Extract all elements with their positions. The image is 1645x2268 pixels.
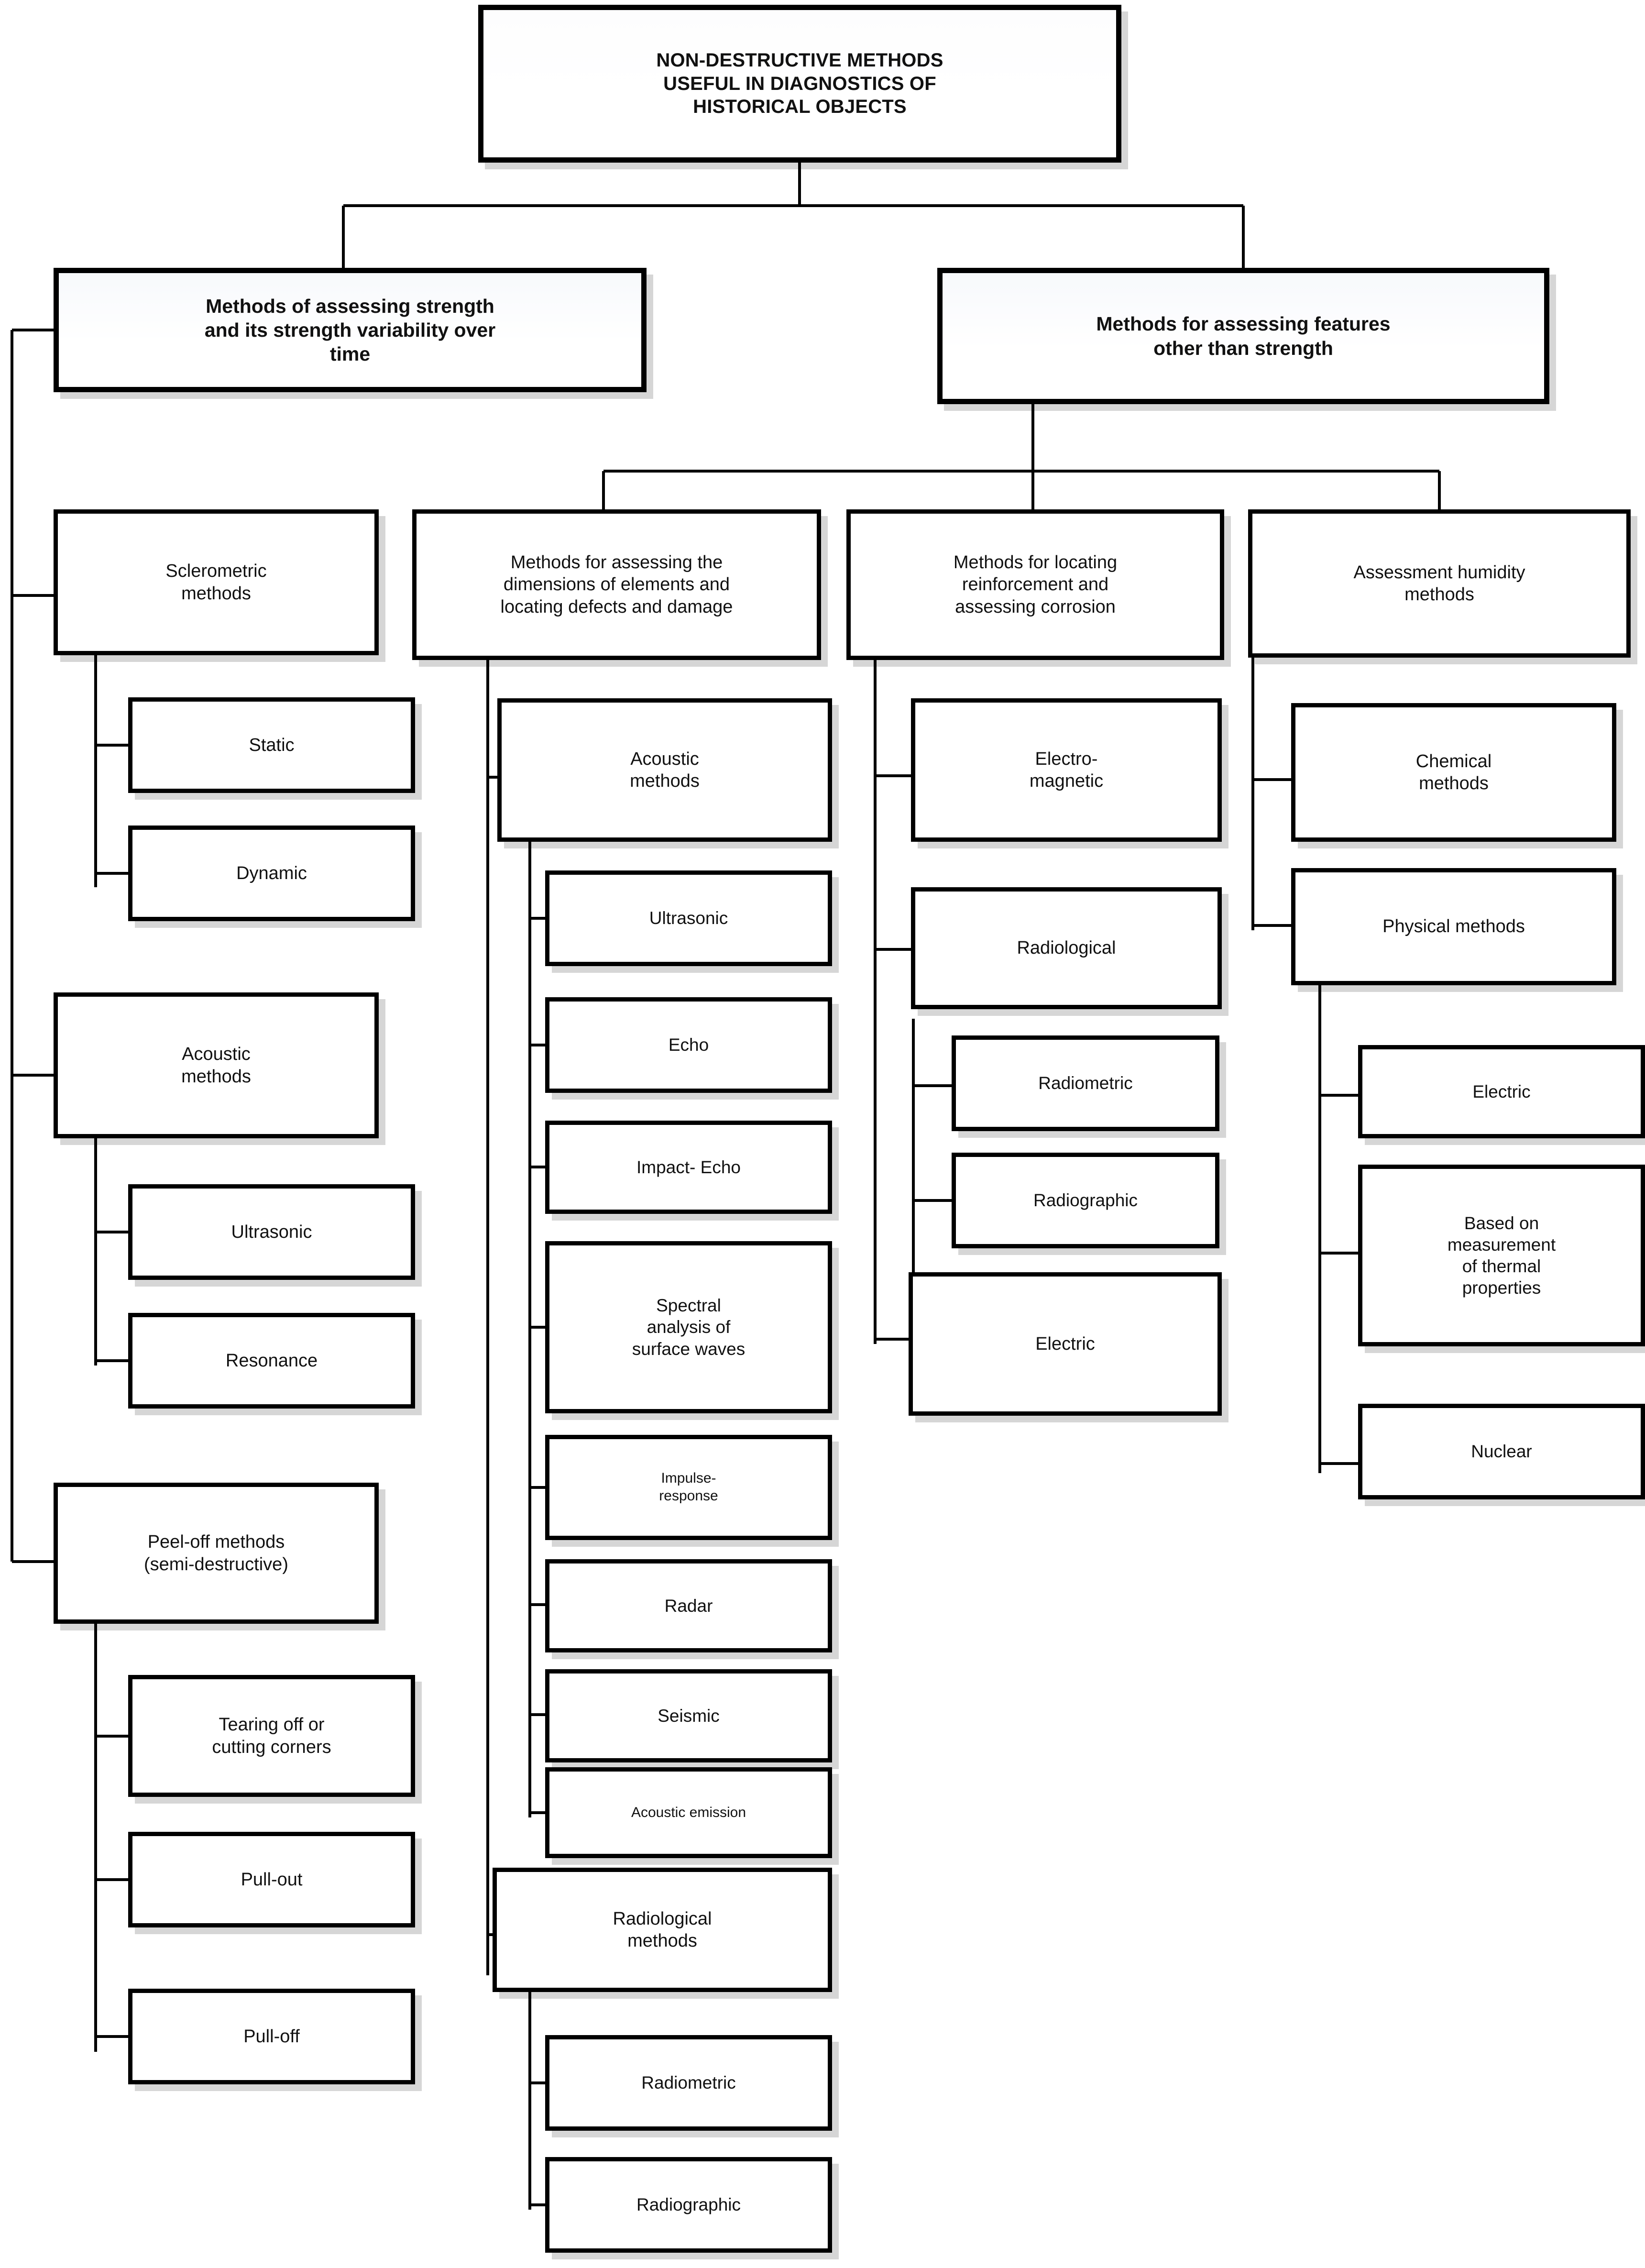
node-dim-acoustic-emission-label: Acoustic emission xyxy=(631,1804,746,1820)
node-reinf-radiological-label: Radiological xyxy=(1017,938,1116,958)
node-acoustic-resonance-label: Resonance xyxy=(225,1350,318,1371)
node-reinf-radiological[interactable]: Radiological xyxy=(911,887,1222,1009)
node-reinf-radiometric-label: Radiometric xyxy=(1038,1073,1133,1093)
node-dim-radiometric[interactable]: Radiometric xyxy=(545,2035,832,2131)
node-reinf-radiographic[interactable]: Radiographic xyxy=(952,1153,1219,1248)
node-pull-off-label: Pull-off xyxy=(243,2026,300,2047)
node-dim-acoustic-emission[interactable]: Acoustic emission xyxy=(545,1767,832,1858)
node-dim-radiological-methods[interactable]: Radiological methods xyxy=(493,1868,832,1992)
node-dim-ultrasonic-label: Ultrasonic xyxy=(649,908,728,928)
node-reinf-electric[interactable]: Electric xyxy=(909,1272,1222,1416)
node-methods-other-features-label: Methods for assessing features other tha… xyxy=(1096,313,1391,359)
node-hum-thermal-properties[interactable]: Based on measurement of thermal properti… xyxy=(1358,1165,1645,1346)
node-sclerometric-static-label: Static xyxy=(249,735,295,755)
node-dim-radiometric-label: Radiometric xyxy=(641,2073,736,2093)
node-root[interactable]: NON-DESTRUCTIVE METHODS USEFUL IN DIAGNO… xyxy=(478,5,1121,163)
node-hum-electric[interactable]: Electric xyxy=(1358,1045,1645,1138)
node-sclerometric-static[interactable]: Static xyxy=(128,697,415,793)
node-dim-seismic[interactable]: Seismic xyxy=(545,1669,832,1762)
node-dim-ultrasonic[interactable]: Ultrasonic xyxy=(545,870,832,966)
node-acoustic-ultrasonic-strength-label: Ultrasonic xyxy=(231,1222,312,1242)
node-reinf-electric-label: Electric xyxy=(1035,1333,1095,1354)
node-sclerometric-methods[interactable]: Sclerometric methods xyxy=(54,509,379,655)
node-dim-impulse-response-label: Impulse- response xyxy=(659,1470,718,1504)
node-tearing-off-cutting-corners-label: Tearing off or cutting corners xyxy=(212,1715,331,1757)
node-dim-echo-label: Echo xyxy=(668,1035,709,1055)
node-dim-radar-label: Radar xyxy=(664,1596,713,1616)
node-tearing-off-cutting-corners[interactable]: Tearing off or cutting corners xyxy=(128,1675,415,1797)
node-dim-spectral-analysis-label: Spectral analysis of surface waves xyxy=(632,1296,746,1359)
node-hum-nuclear[interactable]: Nuclear xyxy=(1358,1404,1645,1499)
node-hum-physical-methods-label: Physical methods xyxy=(1382,916,1525,937)
node-dim-radiological-methods-label: Radiological methods xyxy=(613,1908,712,1951)
node-sclerometric-dynamic-label: Dynamic xyxy=(236,863,307,883)
node-root-label: NON-DESTRUCTIVE METHODS USEFUL IN DIAGNO… xyxy=(656,49,943,118)
node-dim-acoustic-methods[interactable]: Acoustic methods xyxy=(497,698,832,842)
node-assessment-humidity-methods[interactable]: Assessment humidity methods xyxy=(1248,509,1631,658)
node-methods-locating-reinforcement-label: Methods for locating reinforcement and a… xyxy=(953,552,1118,617)
node-methods-other-features[interactable]: Methods for assessing features other tha… xyxy=(937,268,1549,404)
node-dim-echo[interactable]: Echo xyxy=(545,997,832,1093)
node-hum-electric-label: Electric xyxy=(1472,1081,1531,1101)
node-dim-radiographic-label: Radiographic xyxy=(636,2195,741,2215)
node-methods-assessing-strength-label: Methods of assessing strength and its st… xyxy=(204,295,496,365)
node-hum-thermal-properties-label: Based on measurement of thermal properti… xyxy=(1447,1213,1556,1298)
node-methods-locating-reinforcement[interactable]: Methods for locating reinforcement and a… xyxy=(846,509,1224,660)
node-reinf-electromagnetic-label: Electro- magnetic xyxy=(1029,749,1104,791)
node-sclerometric-methods-label: Sclerometric methods xyxy=(165,561,267,604)
node-dim-radiographic[interactable]: Radiographic xyxy=(545,2157,832,2253)
node-hum-chemical-methods-label: Chemical methods xyxy=(1415,751,1492,793)
node-methods-dimensions-defects-label: Methods for assessing the dimensions of … xyxy=(500,552,733,617)
node-sclerometric-dynamic[interactable]: Dynamic xyxy=(128,826,415,921)
node-hum-nuclear-label: Nuclear xyxy=(1471,1442,1532,1462)
node-dim-impact-echo[interactable]: Impact- Echo xyxy=(545,1121,832,1214)
node-methods-assessing-strength[interactable]: Methods of assessing strength and its st… xyxy=(54,268,647,392)
node-acoustic-methods-strength-label: Acoustic methods xyxy=(181,1044,251,1087)
node-dim-impact-echo-label: Impact- Echo xyxy=(636,1157,741,1177)
node-hum-chemical-methods[interactable]: Chemical methods xyxy=(1291,703,1616,842)
node-dim-spectral-analysis[interactable]: Spectral analysis of surface waves xyxy=(545,1241,832,1413)
node-reinf-electromagnetic[interactable]: Electro- magnetic xyxy=(911,698,1222,842)
node-dim-acoustic-methods-label: Acoustic methods xyxy=(630,749,700,791)
node-dim-seismic-label: Seismic xyxy=(658,1706,720,1726)
node-peel-off-methods[interactable]: Peel-off methods (semi-destructive) xyxy=(54,1483,379,1624)
node-acoustic-methods-strength[interactable]: Acoustic methods xyxy=(54,992,379,1138)
node-pull-out-label: Pull-out xyxy=(241,1869,303,1890)
node-dim-impulse-response[interactable]: Impulse- response xyxy=(545,1435,832,1540)
node-acoustic-ultrasonic-strength[interactable]: Ultrasonic xyxy=(128,1184,415,1280)
node-pull-off[interactable]: Pull-off xyxy=(128,1989,415,2084)
node-methods-dimensions-defects[interactable]: Methods for assessing the dimensions of … xyxy=(412,509,821,660)
node-peel-off-methods-label: Peel-off methods (semi-destructive) xyxy=(144,1532,288,1574)
node-reinf-radiographic-label: Radiographic xyxy=(1033,1190,1138,1211)
node-reinf-radiometric[interactable]: Radiometric xyxy=(952,1035,1219,1131)
node-dim-radar[interactable]: Radar xyxy=(545,1559,832,1652)
node-hum-physical-methods[interactable]: Physical methods xyxy=(1291,868,1616,985)
node-assessment-humidity-methods-label: Assessment humidity methods xyxy=(1353,562,1525,605)
node-pull-out[interactable]: Pull-out xyxy=(128,1832,415,1927)
node-acoustic-resonance[interactable]: Resonance xyxy=(128,1313,415,1409)
